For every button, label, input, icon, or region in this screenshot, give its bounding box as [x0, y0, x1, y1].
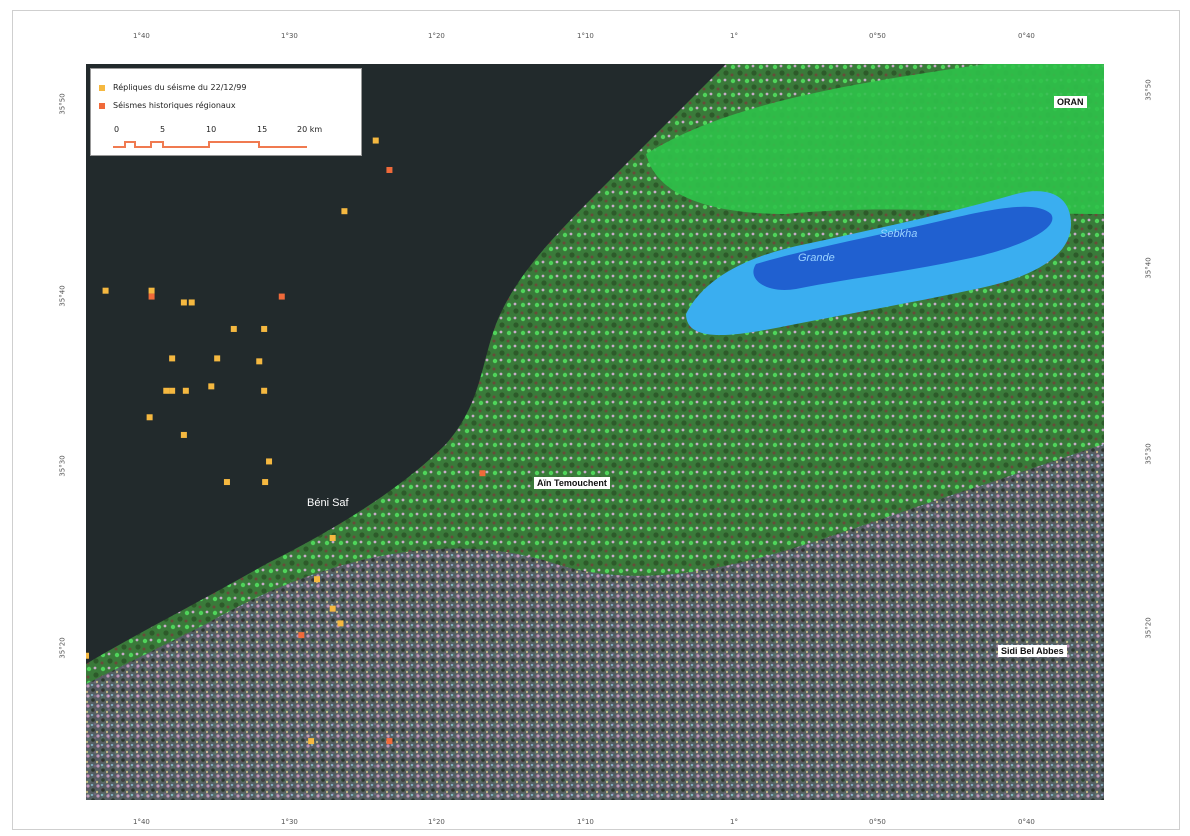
tick-bottom-1: 1°40 [133, 818, 150, 826]
legend-aftershocks: Répliques du séisme du 22/12/99 [99, 83, 247, 92]
label-ain-temouchent: Aïn Temouchent [534, 477, 610, 489]
aftershock-marker-5 [148, 287, 155, 294]
scale-bar [113, 141, 307, 148]
historical-marker-0 [386, 166, 393, 173]
tick-left-3: 35°30 [58, 455, 67, 477]
aftershock-marker-10 [214, 355, 221, 362]
tick-top-6: 0°50 [869, 32, 886, 40]
label-beni-saf: Béni Saf [307, 497, 349, 509]
aftershock-marker-25 [329, 605, 336, 612]
aftershock-marker-16 [182, 387, 189, 394]
tick-top-5: 1° [730, 32, 738, 40]
aftershock-marker-23 [329, 534, 336, 541]
aftershock-marker-13 [208, 383, 215, 390]
aftershock-marker-22 [262, 479, 269, 486]
aftershock-marker-3 [372, 137, 379, 144]
tick-bottom-7: 0°40 [1018, 818, 1035, 826]
satellite-map[interactable] [86, 64, 1104, 800]
tick-bottom-5: 1° [730, 818, 738, 826]
tick-right-1: 35°50 [1144, 79, 1153, 101]
legend-aftershocks-text: Répliques du séisme du 22/12/99 [113, 83, 247, 92]
sea-area [86, 64, 726, 664]
aftershock-marker-11 [169, 355, 176, 362]
historical-marker-1 [148, 293, 155, 300]
tick-bottom-4: 1°10 [577, 818, 594, 826]
grande-sebkha-core [753, 206, 1053, 290]
scale-label-15: 15 [257, 125, 268, 134]
legend-historical: Séismes historiques régionaux [99, 101, 236, 110]
tick-left-1: 35°50 [58, 93, 67, 115]
tick-top-4: 1°10 [577, 32, 594, 40]
aftershock-marker-9 [261, 325, 268, 332]
aftershock-marker-7 [180, 299, 187, 306]
scale-label-20km: 20 km [297, 125, 323, 134]
tick-right-2: 35°40 [1144, 257, 1153, 279]
tick-left-4: 35°20 [58, 637, 67, 659]
tick-right-4: 35°20 [1144, 617, 1153, 639]
relief-area [86, 444, 1104, 800]
scale-label-0: 0 [114, 125, 120, 134]
aftershock-marker-18 [146, 414, 153, 421]
aftershock-marker-24 [314, 576, 321, 583]
aftershock-marker-17 [261, 387, 268, 394]
aftershock-marker-12 [256, 358, 263, 365]
legend-aftershock-swatch [99, 85, 105, 91]
tick-top-2: 1°30 [281, 32, 298, 40]
aftershock-marker-20 [266, 458, 273, 465]
tick-top-7: 0°40 [1018, 32, 1035, 40]
aftershock-marker-28 [308, 738, 315, 745]
plain-area [646, 64, 1104, 214]
aftershock-marker-8 [230, 325, 237, 332]
tick-top-3: 1°20 [428, 32, 445, 40]
tick-bottom-3: 1°20 [428, 818, 445, 826]
aftershock-marker-26 [337, 620, 344, 627]
aftershock-marker-19 [180, 431, 187, 438]
aftershock-marker-15 [163, 387, 170, 394]
aftershock-marker-14 [169, 387, 176, 394]
aftershock-marker-27 [86, 652, 89, 659]
tick-left-2: 35°40 [58, 285, 67, 307]
legend-historical-swatch [99, 103, 105, 109]
historical-marker-2 [278, 293, 285, 300]
historical-marker-5 [386, 738, 393, 745]
aftershock-marker-29 [341, 208, 348, 215]
label-oran: ORAN [1054, 96, 1087, 108]
legend: Répliques du séisme du 22/12/99 Séismes … [90, 68, 362, 156]
scale-label-10: 10 [206, 125, 217, 134]
aftershock-marker-6 [188, 299, 195, 306]
aftershock-marker-21 [223, 479, 230, 486]
tick-right-3: 35°30 [1144, 443, 1153, 465]
tick-bottom-6: 0°50 [869, 818, 886, 826]
historical-marker-4 [298, 632, 305, 639]
historical-marker-3 [479, 470, 486, 477]
label-sidi-bel-abbes: Sidi Bel Abbes [998, 645, 1067, 657]
aftershock-marker-4 [102, 287, 109, 294]
label-sebkha: Sebkha [880, 228, 918, 240]
tick-top-1: 1°40 [133, 32, 150, 40]
tick-bottom-2: 1°30 [281, 818, 298, 826]
legend-historical-text: Séismes historiques régionaux [113, 101, 236, 110]
scale-label-5: 5 [160, 125, 166, 134]
label-grande: Grande [798, 252, 835, 264]
